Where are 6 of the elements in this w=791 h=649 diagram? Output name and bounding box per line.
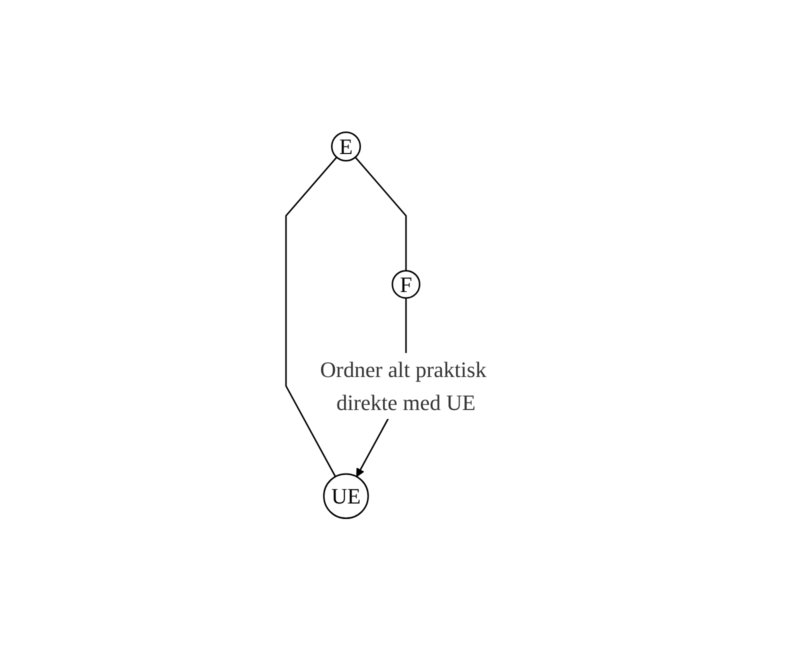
- connector: [354, 157, 406, 272]
- edge-label: Ordner alt praktisk direkte med UE: [320, 357, 486, 416]
- node-circle: UE: [322, 474, 368, 520]
- node-circle: F: [391, 270, 420, 300]
- node-circle: E: [330, 132, 360, 162]
- connector: [284, 157, 337, 478]
